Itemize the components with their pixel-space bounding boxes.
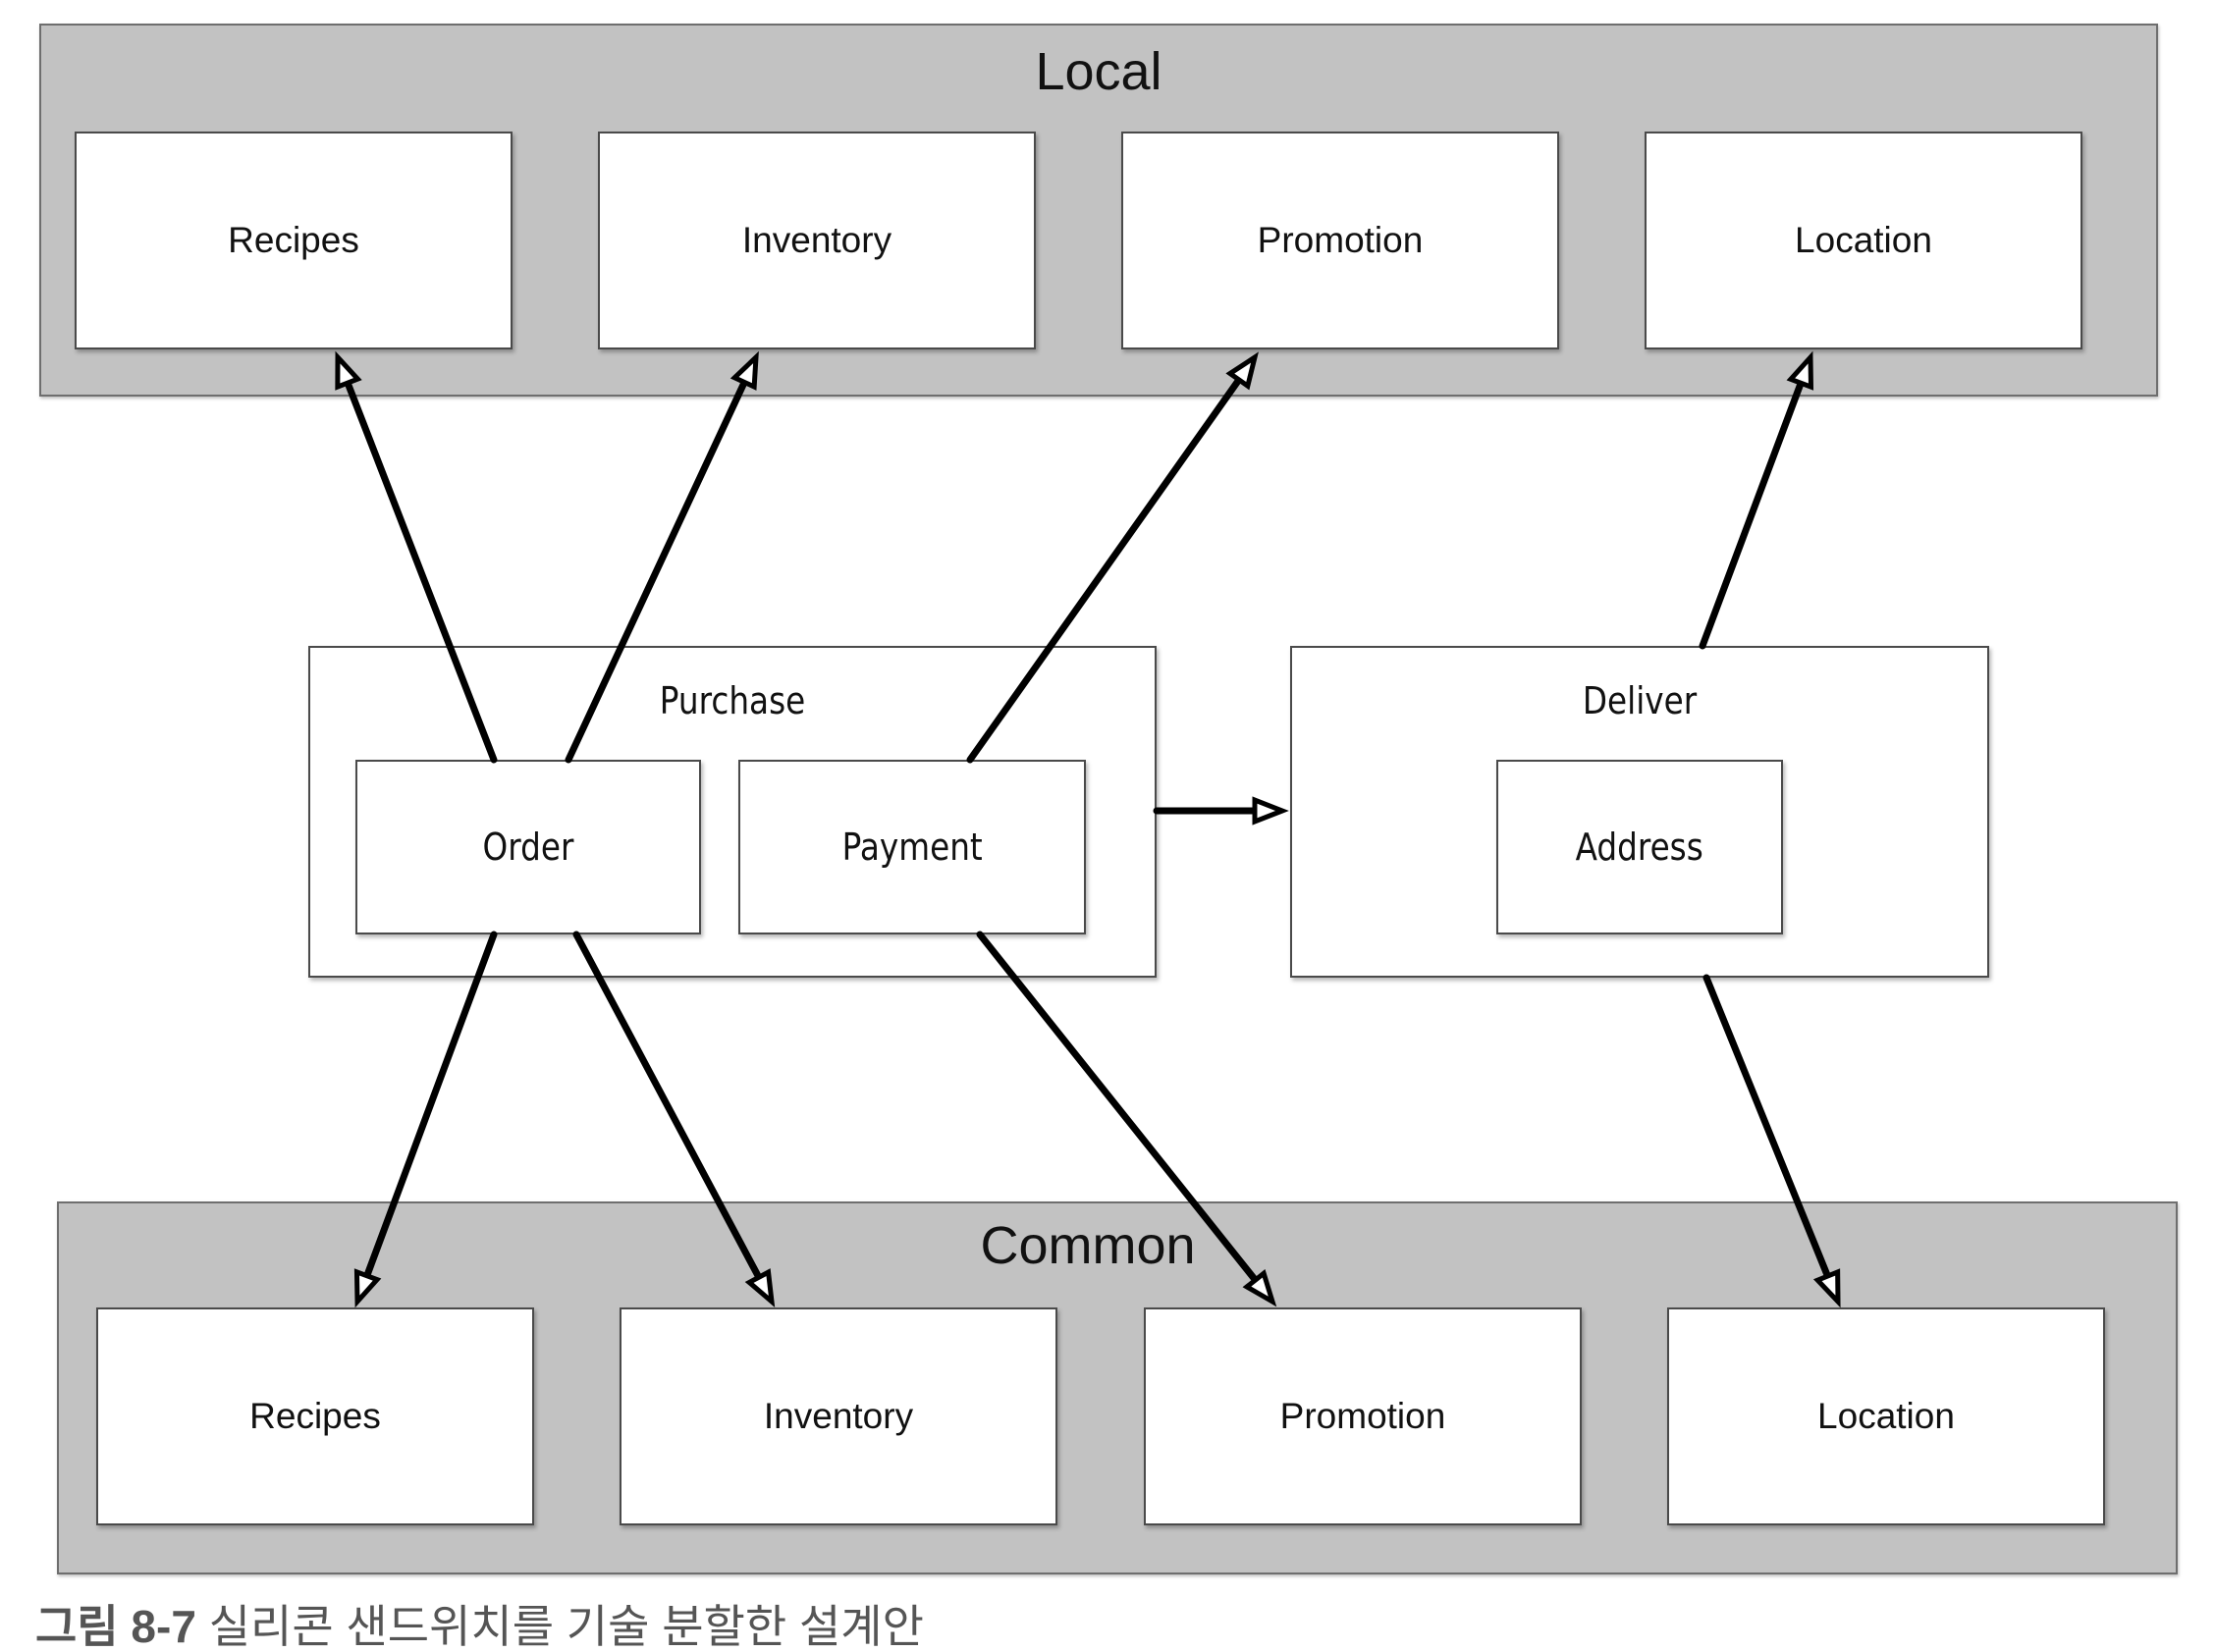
common-promotion-label: Promotion (1279, 1396, 1446, 1436)
address-box: Address (1496, 760, 1783, 934)
order-label: Order (482, 826, 574, 869)
local-location-box: Location (1645, 132, 2082, 349)
arrow-deliver-to-local-location (1699, 350, 1814, 650)
address-label: Address (1575, 826, 1704, 869)
figure-caption: 그림 8-7 실리콘 샌드위치를 기술 분할한 설계안 (35, 1604, 924, 1649)
local-location-label: Location (1795, 220, 1932, 260)
arrow-deliver-to-local-location-line (1699, 379, 1805, 650)
local-recipes-label: Recipes (228, 220, 359, 260)
arrow-purchase-to-deliver-head (1252, 796, 1289, 826)
deliver-title: Deliver (1582, 679, 1698, 722)
purchase-title: Purchase (659, 679, 806, 722)
common-group-title: Common (980, 1216, 1196, 1275)
arrow-purchase-to-deliver (1153, 796, 1289, 826)
common-inventory-box: Inventory (620, 1307, 1057, 1525)
common-location-label: Location (1817, 1396, 1955, 1436)
common-promotion-box: Promotion (1144, 1307, 1582, 1525)
payment-label: Payment (841, 826, 983, 869)
figure-number: 그림 8-7 (35, 1601, 196, 1652)
local-inventory-label: Inventory (741, 220, 892, 260)
common-location-box: Location (1667, 1307, 2105, 1525)
common-recipes-box: Recipes (96, 1307, 534, 1525)
payment-box: Payment (738, 760, 1086, 934)
local-promotion-box: Promotion (1121, 132, 1559, 349)
local-inventory-box: Inventory (598, 132, 1036, 349)
local-group-title: Local (1035, 42, 1162, 101)
local-recipes-box: Recipes (75, 132, 513, 349)
common-inventory-label: Inventory (763, 1396, 914, 1436)
order-box: Order (355, 760, 701, 934)
figure-caption-text: 실리콘 샌드위치를 기술 분할한 설계안 (208, 1601, 924, 1652)
common-recipes-label: Recipes (249, 1396, 381, 1436)
local-promotion-label: Promotion (1257, 220, 1424, 260)
